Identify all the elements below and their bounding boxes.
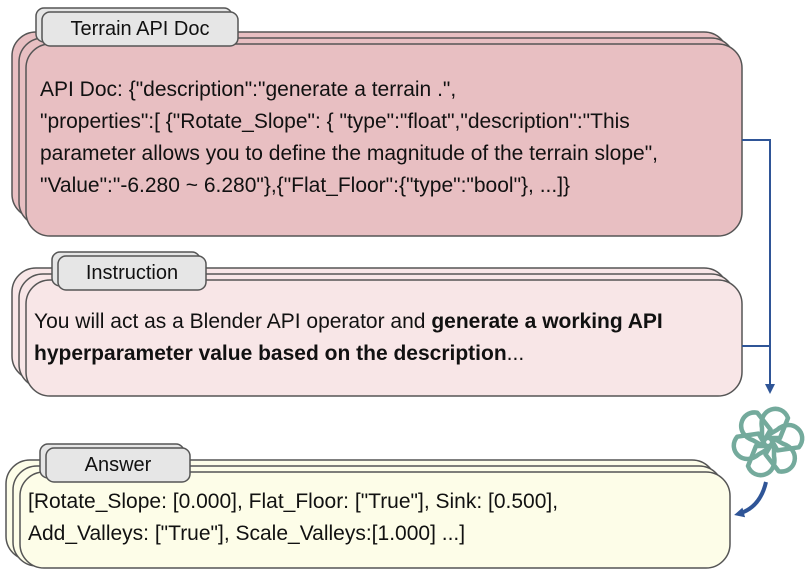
answer-tab-label: Answer: [84, 454, 152, 476]
instruction-line-2-bold: hyperparameter value based on the descri…: [34, 342, 507, 365]
instruction-line-1: You will act as a Blender API operator a…: [34, 306, 663, 338]
instruction-card: [11, 251, 743, 397]
instruction-line-2-plain: ...: [506, 342, 525, 365]
answer-tab: [45, 447, 191, 483]
instruction-tab: [57, 255, 207, 291]
instruction-text: You will act as a Blender API operator a…: [34, 306, 663, 370]
terrain-doc-text: API Doc: {"description":"generate a terr…: [40, 74, 658, 202]
instruction-line-1-plain: You will act as a Blender API operator a…: [34, 310, 432, 333]
terrain-doc-line-4: "Value":"-6.280 ~ 6.280"},{"Flat_Floor":…: [40, 174, 571, 197]
answer-card-front: [19, 471, 731, 569]
terrain-doc-line-3: parameter allows you to define the magni…: [40, 142, 658, 165]
instruction-line-2: hyperparameter value based on the descri…: [34, 338, 663, 370]
answer-card: [5, 443, 731, 569]
terrain-doc-card: [11, 7, 743, 237]
openai-logo-icon: [729, 408, 806, 476]
instruction-card-front: [25, 279, 743, 397]
model-to-answer-arrow: [734, 481, 768, 518]
answer-text: [Rotate_Slope: [0.000], Flat_Floor: ["Tr…: [28, 486, 558, 550]
terrain-doc-tab: [41, 11, 239, 47]
instruction-line-1-bold: generate a working API: [431, 310, 663, 333]
terrain-doc-line-1: API Doc: {"description":"generate a terr…: [40, 78, 457, 101]
terrain-doc-tab-label: Terrain API Doc: [70, 18, 210, 40]
doc-to-model-connector: [742, 139, 771, 346]
flow-arrows: [734, 139, 775, 518]
answer-line-1: [Rotate_Slope: [0.000], Flat_Floor: ["Tr…: [28, 490, 559, 513]
instruction-tab-label: Instruction: [85, 262, 179, 284]
terrain-doc-line-2: "properties":[ {"Rotate_Slope": { "type"…: [40, 110, 630, 133]
answer-line-2: Add_Valleys: ["True"], Scale_Valleys:[1.…: [28, 522, 466, 545]
